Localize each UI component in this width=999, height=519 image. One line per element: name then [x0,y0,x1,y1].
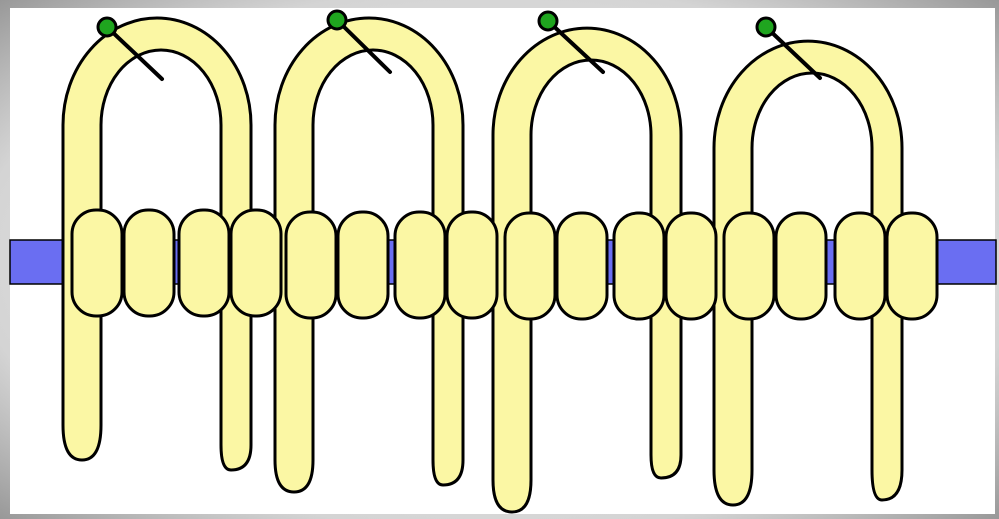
bead-13 [724,213,774,319]
bead-16 [887,213,937,319]
bead-2 [124,210,174,316]
bead-4 [231,210,281,316]
bead-8 [447,212,497,318]
bead-12 [666,213,716,319]
bead-6 [338,212,388,318]
bead-3 [179,210,229,316]
bead-7 [395,212,445,318]
bead-5 [286,212,336,318]
bead-1 [72,210,122,316]
bead-14 [776,213,826,319]
bead-11 [614,213,664,319]
bead-10 [557,213,607,319]
bead-9 [505,213,555,319]
bead-15 [835,213,885,319]
